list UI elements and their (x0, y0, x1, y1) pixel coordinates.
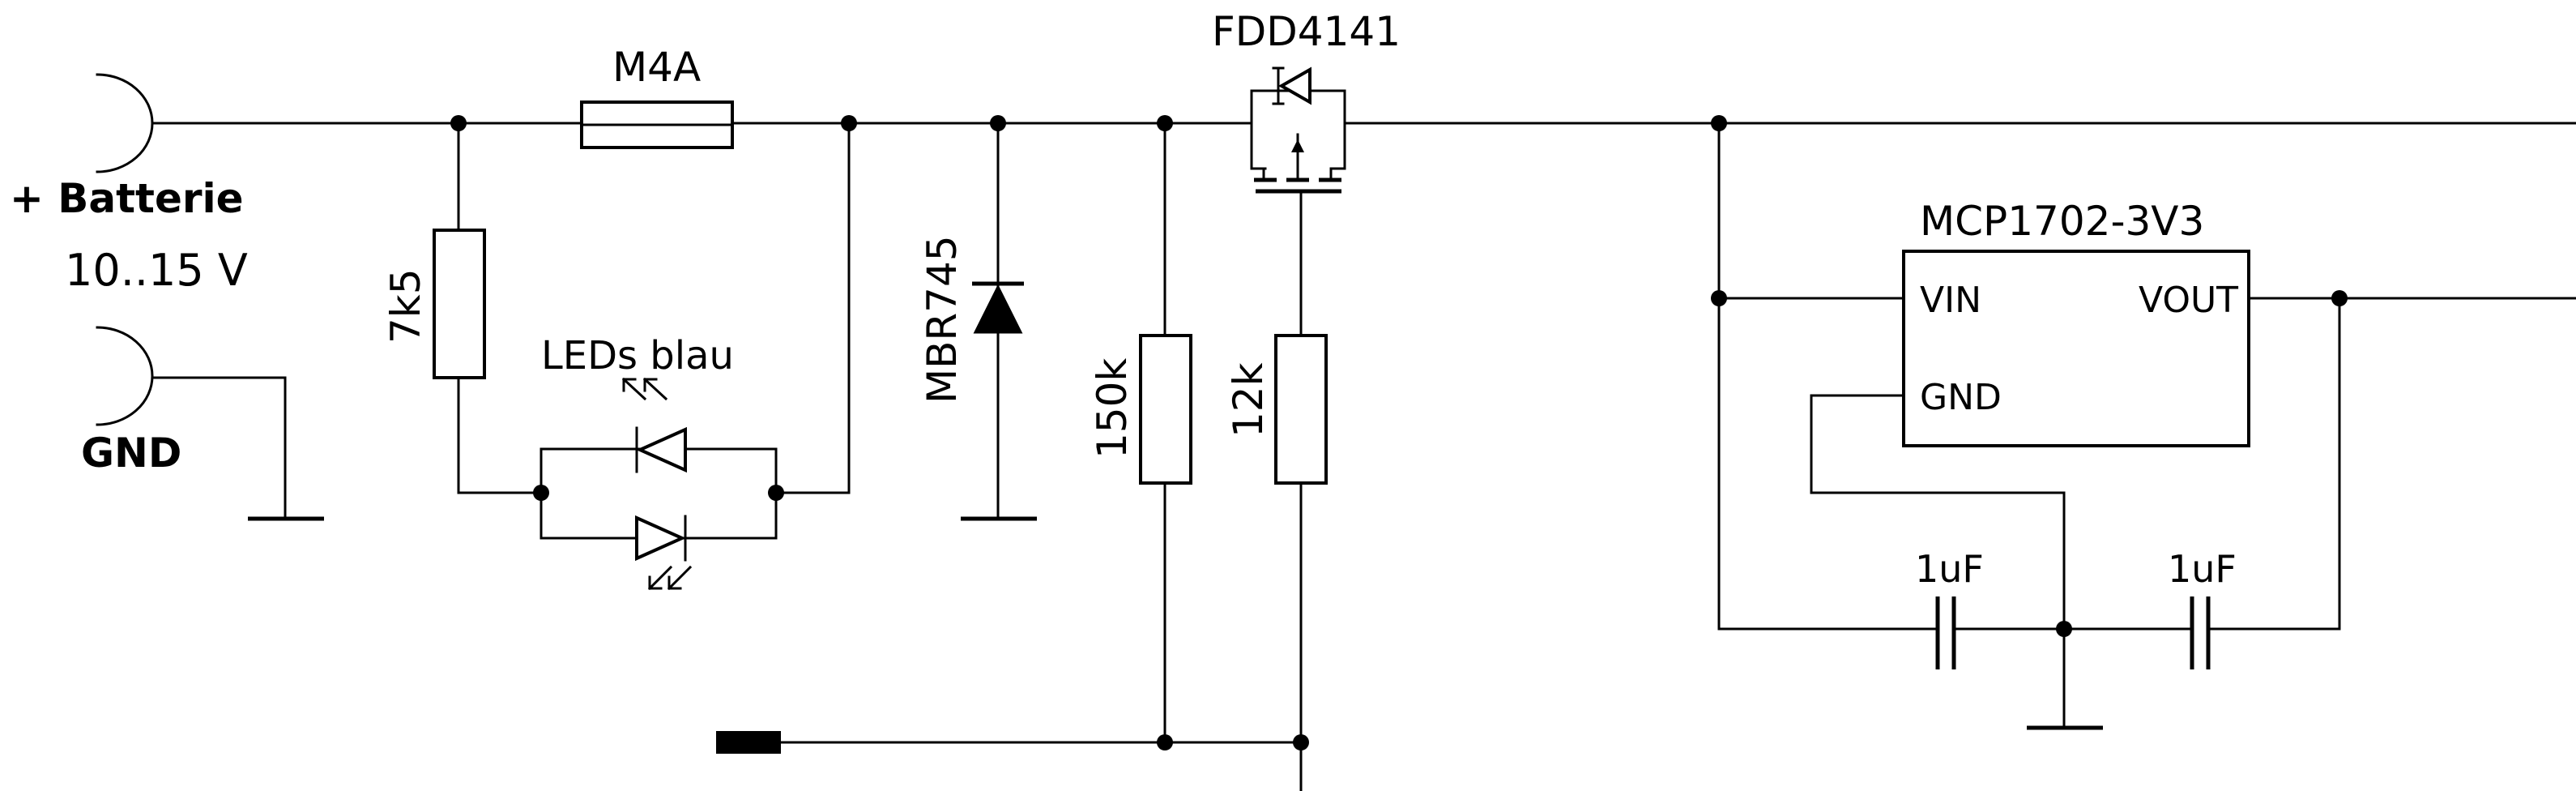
regulator-ic (1902, 250, 2250, 447)
schottky-diode (961, 122, 1037, 521)
fuse (580, 100, 734, 149)
signal-connector (716, 731, 1303, 754)
capacitor-input (1717, 596, 2066, 669)
fuse-label: M4A (612, 44, 701, 91)
mosfet-label: FDD4141 (1212, 8, 1401, 55)
battery-voltage-label: 10..15 V (65, 245, 248, 296)
regulator-vin-pin: VIN (1920, 280, 1981, 321)
resistor-150k-label: 150k (1089, 358, 1136, 459)
led-pair (533, 377, 784, 591)
p-mosfet (1234, 66, 2576, 337)
resistor-7k5 (433, 229, 486, 379)
leds-label: LEDs blau (541, 333, 734, 378)
junction-dots (450, 115, 2348, 750)
battery-plus-label: + Batterie (10, 175, 244, 222)
battery-gnd-label: GND (81, 430, 181, 477)
regulator-label: MCP1702-3V3 (1920, 198, 2204, 245)
resistor-7k5-label: 7k5 (382, 268, 429, 344)
resistor-12k-label: 12k (1225, 362, 1272, 438)
battery-gnd-terminal (96, 326, 324, 521)
resistor-150k (1139, 334, 1192, 485)
resistor-12k (1274, 334, 1328, 485)
regulator-vout-pin: VOUT (2139, 280, 2238, 321)
capacitor-output (2062, 596, 2341, 669)
capacitor-input-label: 1uF (1915, 547, 1984, 591)
capacitor-output-label: 1uF (2168, 547, 2237, 591)
schottky-diode-label: MBR745 (919, 235, 966, 404)
regulator-gnd-pin: GND (1920, 377, 2002, 418)
